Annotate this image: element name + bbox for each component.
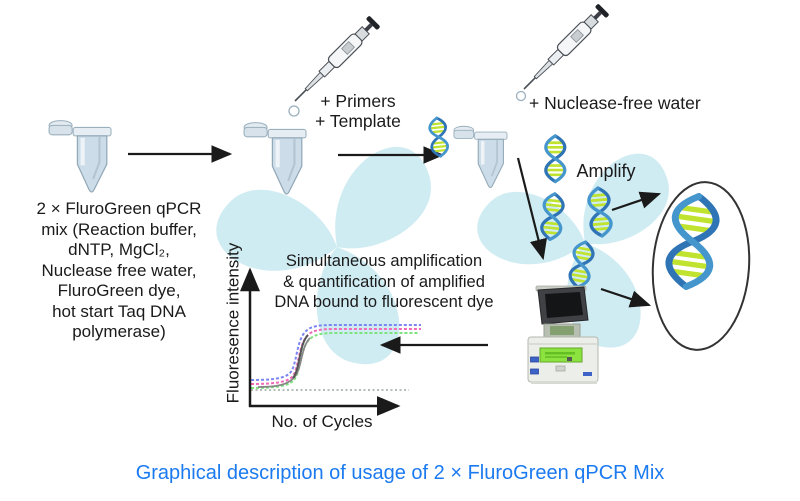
dna-helix-icon [427, 115, 450, 159]
reagent-mix-line: Nuclease free water, [41, 260, 197, 280]
amplification-plot [240, 267, 421, 416]
arrow-to-thermocycler [516, 157, 548, 261]
plot-y-axis-label: Fluoresence intensity [223, 242, 243, 404]
reagent-mix-line: dNTP, MgCl₂, [68, 240, 170, 259]
template-line: + Template [315, 110, 401, 131]
plot-curve-gray [257, 337, 311, 388]
flow-arrows [128, 145, 662, 354]
thermocycler-icon [527, 285, 599, 384]
figure-caption: Graphical description of usage of 2 × Fl… [135, 462, 665, 484]
arrow-to-oval-top [611, 191, 662, 212]
process-note-line: DNA bound to fluorescent dye [274, 293, 494, 311]
primers-line: + Primers [320, 91, 396, 111]
dna-helix-icon [544, 134, 567, 184]
reagent-mix-label: 2 × FluroGreen qPCR mix (Reaction buffer… [6, 199, 232, 343]
microcentrifuge-tube-icon [243, 121, 308, 196]
process-note-line: & quantification of amplified [283, 272, 485, 291]
reagent-mix-line: FluroGreen dye, [57, 281, 181, 300]
reagent-mix-line: hot start Taq DNA [52, 301, 186, 321]
plot-curve-blue [250, 324, 421, 381]
process-note-line: Simultaneous amplification [285, 252, 483, 270]
plot-curve-dark [292, 334, 309, 379]
micropipette-icon [517, 2, 611, 96]
plot-x-axis-label: No. of Cycles [271, 412, 373, 431]
reagent-mix-line: mix (Reaction buffer, [41, 219, 197, 239]
step2-additives-label: + Primers + Template [303, 91, 413, 131]
amplify-label: Amplify [576, 161, 636, 181]
magnified-dna-oval [651, 181, 751, 351]
step3-additive-label: + Nuclease-free water [529, 93, 701, 113]
process-note: Simultaneous amplification & quantificat… [258, 251, 510, 313]
droplet-icon [288, 105, 300, 117]
microcentrifuge-tube-icon [452, 125, 508, 189]
droplet-icon [515, 90, 527, 102]
dna-helix-icon [666, 193, 719, 289]
microcentrifuge-tube-icon [47, 119, 113, 194]
reagent-mix-line: 2 × FluroGreen qPCR [36, 199, 202, 218]
arrow-to-oval-bottom [600, 287, 652, 308]
reagent-mix-line: polymerase) [72, 322, 166, 341]
